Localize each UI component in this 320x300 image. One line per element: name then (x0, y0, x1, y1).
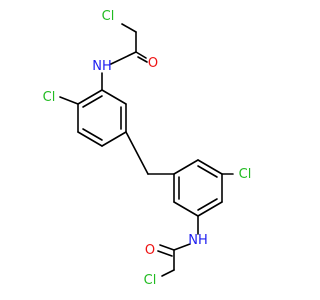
bond-ring2-d (197, 201, 223, 217)
bond-ring2-inner-1 (197, 165, 218, 178)
bond-ring2-a (173, 159, 199, 175)
nh-group-bottom: NH (188, 233, 208, 248)
bond-ring2-b (197, 159, 223, 175)
o-atom-top: O (148, 56, 158, 71)
cl-atom-top-methyl: Cl (102, 9, 115, 24)
bond-ring1-f (101, 89, 127, 105)
cl-atom-top-ring: Cl (43, 90, 56, 105)
nh-group-top: NH (92, 59, 112, 74)
bond-ring2-e (173, 201, 199, 217)
bond-co-n-top (110, 51, 137, 65)
bond-cl-ch2-top (121, 23, 137, 33)
bond-ring1-inner-1 (82, 95, 103, 108)
bond-ring2-inner-2 (197, 198, 218, 211)
bond-ring1-ch2 (125, 131, 149, 175)
cl-atom-bottom-ring: Cl (239, 167, 252, 182)
bond-c-o-top-2 (137, 56, 148, 63)
bond-ring1-d (101, 131, 127, 147)
bond-ring1-c (77, 131, 103, 147)
bond-ring1-a (77, 89, 103, 105)
bond-c-o-top-1 (135, 51, 147, 59)
bond-n-co-bottom (173, 243, 191, 251)
bond-c-o-bottom-2 (157, 250, 173, 257)
bond-c-o-bottom-1 (159, 244, 175, 251)
o-atom-bottom: O (145, 243, 155, 258)
chemical-structure-diagram: Cl O NH Cl Cl NH O Cl (43, 9, 252, 288)
cl-atom-bottom-methyl: Cl (144, 273, 157, 288)
bond-ring1-cl (59, 96, 79, 105)
bond-ch2-cl-bottom (161, 269, 175, 277)
bond-ring1-inner-2 (82, 128, 103, 141)
